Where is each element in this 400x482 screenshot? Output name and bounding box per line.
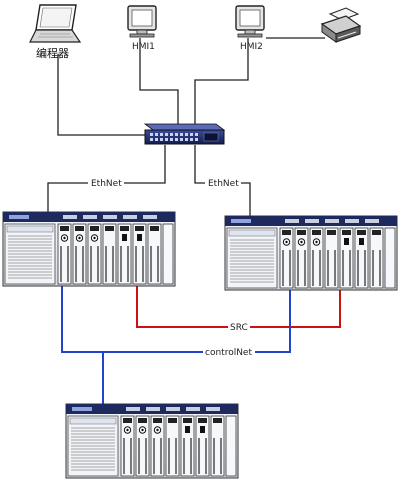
ethernet-switch-icon bbox=[143, 123, 226, 145]
ethnet-right-label: EthNet bbox=[208, 179, 239, 189]
laptop-icon: 编程器 bbox=[29, 4, 82, 60]
src-label: SRC bbox=[230, 323, 248, 333]
ethnet-left-label: EthNet bbox=[91, 179, 122, 189]
hmi1-label: HMI1 bbox=[132, 42, 155, 52]
laptop-label: 编程器 bbox=[36, 46, 69, 60]
src-cabling bbox=[136, 286, 341, 328]
controlnet-cabling bbox=[61, 284, 291, 405]
printer-icon bbox=[320, 7, 362, 43]
hmi2-monitor-icon: HMI2 bbox=[235, 5, 265, 52]
plc-rack-bottom bbox=[65, 403, 239, 479]
controlnet-label: controlNet bbox=[205, 348, 252, 358]
hmi2-label: HMI2 bbox=[240, 42, 263, 52]
plc-rack-right bbox=[224, 215, 398, 291]
plc-rack-left bbox=[2, 211, 176, 287]
hmi1-monitor-icon: HMI1 bbox=[127, 5, 157, 52]
